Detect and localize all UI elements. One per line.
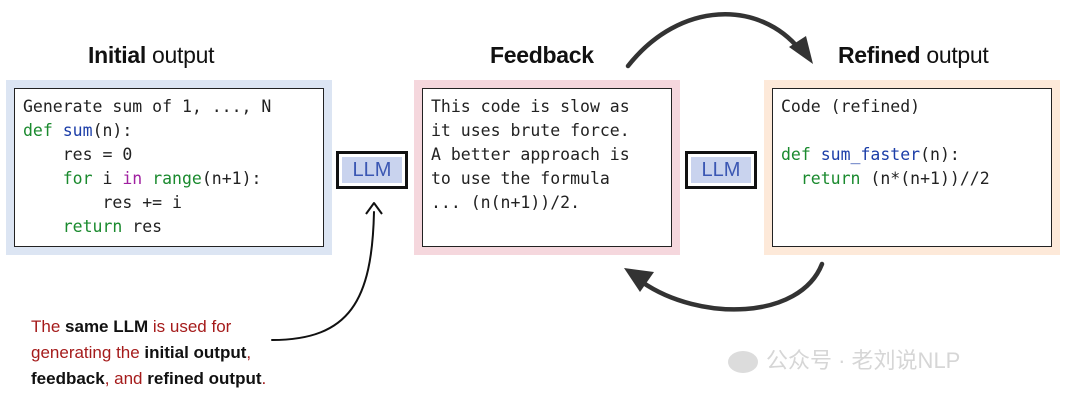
- note-bold: refined output: [147, 369, 262, 388]
- note-text: The: [31, 317, 66, 336]
- code-line: res = 0: [23, 143, 315, 167]
- feedback-panel: This code is slow as it uses brute force…: [414, 80, 680, 255]
- initial-title-bold: Initial: [88, 42, 146, 68]
- initial-title-rest: output: [145, 42, 215, 68]
- code-line: Generate sum of 1, ..., N: [23, 95, 315, 119]
- note-bold: feedback: [31, 369, 105, 388]
- wechat-icon: [728, 351, 758, 374]
- refined-title-bold: Refined: [838, 42, 921, 68]
- keyword-def: def: [23, 121, 53, 140]
- code-line: def sum_faster(n):: [781, 143, 1043, 167]
- arrowhead-top: [789, 36, 813, 64]
- function-args: (n):: [92, 121, 133, 140]
- llm-label: LLM: [342, 157, 402, 183]
- note-text: ,: [246, 343, 252, 362]
- code-res-add: res += i: [102, 193, 182, 212]
- feedback-title-text: Feedback: [490, 42, 594, 68]
- return-value: (n*(n+1))//2: [860, 169, 990, 188]
- prompt-text: Generate sum of 1, ..., N: [23, 97, 272, 116]
- note-text: generating the: [31, 343, 145, 362]
- initial-code-box: Generate sum of 1, ..., N def sum(n): re…: [14, 88, 324, 247]
- code-line: for i in range(n+1):: [23, 167, 315, 191]
- function-args: (n):: [920, 145, 960, 164]
- refined-output-title: Refined output: [838, 42, 989, 69]
- keyword-def: def: [781, 145, 811, 164]
- note-text: .: [261, 369, 267, 388]
- watermark: 公众号 · 老刘说NLP: [728, 343, 960, 375]
- keyword-in: in: [122, 169, 143, 188]
- feedback-line: This code is slow as: [431, 97, 630, 116]
- code-line-blank: [781, 119, 1043, 143]
- arrow-refined-to-feedback: [639, 261, 825, 312]
- code-line: return res: [23, 215, 315, 239]
- watermark-text: 公众号 · 老刘说NLP: [766, 348, 961, 373]
- same-llm-note: The same LLM is used for generating the …: [31, 314, 266, 392]
- arrow-feedback-to-refined: [625, 12, 803, 69]
- feedback-line: A better approach is: [431, 145, 630, 164]
- initial-output-title: Initial output: [88, 42, 215, 69]
- code-line: def sum(n):: [23, 119, 315, 143]
- llm-label: LLM: [691, 157, 751, 183]
- refined-header-text: Code (refined): [781, 97, 921, 116]
- note-text: , and: [104, 369, 148, 388]
- feedback-title: Feedback: [490, 42, 594, 69]
- code-line: res += i: [23, 191, 315, 215]
- loop-var: i: [92, 169, 123, 188]
- note-line-2: generating the initial output,: [31, 340, 266, 366]
- keyword-return: return: [800, 169, 861, 188]
- builtin-range: range: [152, 169, 202, 188]
- initial-output-panel: Generate sum of 1, ..., N def sum(n): re…: [6, 80, 332, 255]
- return-value: res: [122, 217, 163, 236]
- feedback-text-box: This code is slow as it uses brute force…: [422, 88, 672, 247]
- feedback-line: it uses brute force.: [431, 121, 630, 140]
- refined-code-box: Code (refined) def sum_faster(n): return…: [772, 88, 1052, 247]
- note-text: is used for: [148, 317, 232, 336]
- function-name: sum: [62, 121, 93, 140]
- arrowhead-bottom: [624, 268, 654, 292]
- feedback-line: to use the formula: [431, 169, 610, 188]
- note-line-1: The same LLM is used for: [31, 314, 266, 340]
- refined-output-panel: Code (refined) def sum_faster(n): return…: [764, 80, 1060, 255]
- keyword-return: return: [62, 217, 123, 236]
- refined-title-rest: output: [920, 42, 989, 68]
- code-line: Code (refined): [781, 95, 1043, 119]
- note-line-3: feedback, and refined output.: [31, 366, 266, 392]
- function-name: sum_faster: [820, 145, 921, 164]
- note-bold: initial output: [144, 343, 247, 362]
- llm-box-left: LLM: [336, 151, 408, 189]
- code-line: return (n*(n+1))//2: [781, 167, 1043, 191]
- keyword-for: for: [62, 169, 93, 188]
- code-res-assign: res = 0: [62, 145, 133, 164]
- arrowhead-note: [365, 202, 383, 215]
- range-args: (n+1):: [201, 169, 262, 188]
- feedback-line: ... (n(n+1))/2.: [431, 193, 581, 212]
- note-bold: same LLM: [65, 317, 149, 336]
- llm-box-right: LLM: [685, 151, 757, 189]
